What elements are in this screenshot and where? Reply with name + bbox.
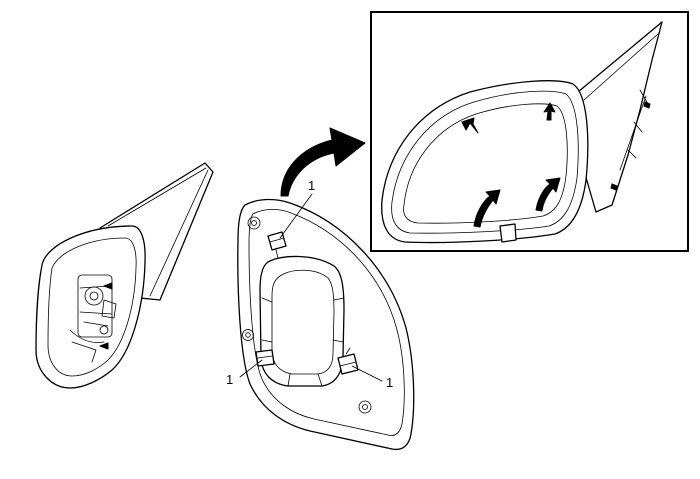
arrow-icon <box>473 189 501 228</box>
curved-arrow-icon <box>280 127 366 197</box>
callout-lower-right: 1 <box>351 365 393 390</box>
arrow-icon <box>535 177 561 212</box>
actuator-ring <box>259 255 345 387</box>
callout-label: 1 <box>308 178 315 193</box>
retaining-clip-lower-right <box>337 347 359 375</box>
mounting-hole <box>242 329 254 341</box>
callout-label: 1 <box>226 372 233 387</box>
callout-top: 1 <box>279 178 315 239</box>
arrow-icon <box>103 282 113 290</box>
arrow-icon <box>99 342 109 350</box>
callout-label: 1 <box>386 375 393 390</box>
callout-lower-left: 1 <box>226 359 263 387</box>
motor-assembly <box>69 274 117 363</box>
mounting-hole <box>358 400 372 414</box>
mirror-glass-back <box>237 198 415 451</box>
arrow-icon <box>461 117 479 134</box>
mounting-hole <box>247 216 261 230</box>
arrow-icon <box>543 102 556 121</box>
detail-inset <box>370 11 689 252</box>
retaining-clip-lower-left <box>255 349 275 367</box>
mirror-housing-left <box>35 162 214 389</box>
